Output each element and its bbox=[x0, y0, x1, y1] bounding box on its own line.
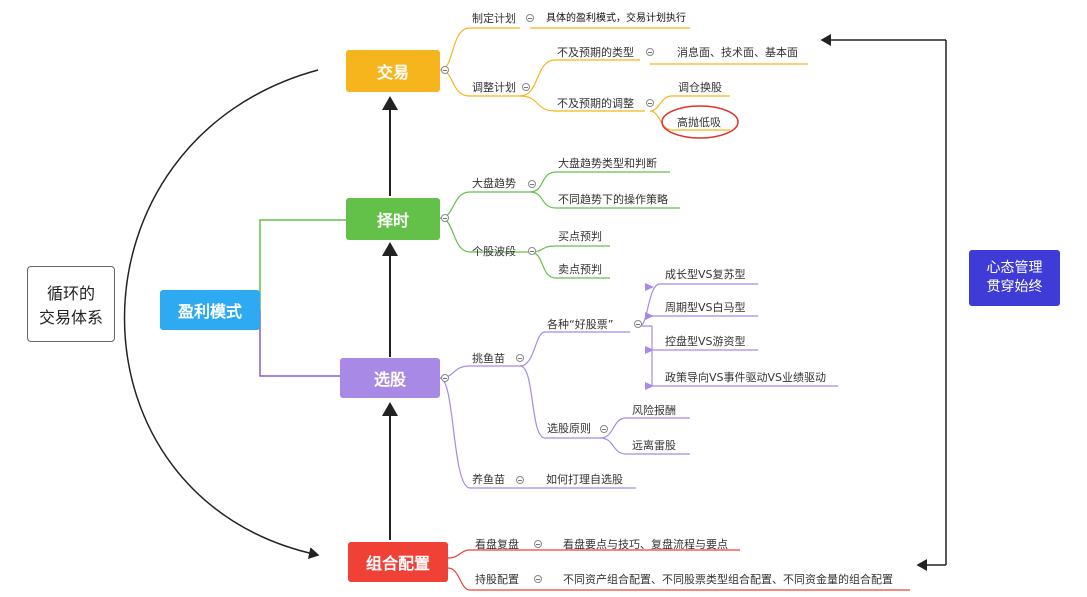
cycle-arc bbox=[123, 69, 320, 559]
collapse-toggle-adjust[interactable] bbox=[522, 83, 530, 91]
trade-unexpected-adjust: 不及预期的调整 bbox=[557, 97, 634, 110]
portfolio-review: 看盘复盘 bbox=[475, 538, 519, 551]
pick-growth: 成长型VS复苏型 bbox=[665, 268, 746, 281]
trade-swap: 调仓换股 bbox=[678, 81, 722, 94]
node-trade[interactable]: 交易 bbox=[346, 50, 440, 92]
trade-high-low: 高抛低吸 bbox=[677, 116, 721, 129]
collapse-toggle-timing[interactable] bbox=[441, 214, 449, 222]
timing-stock-swing: 个股波段 bbox=[472, 245, 516, 258]
trade-branches bbox=[439, 27, 808, 131]
pick-risk: 风险报酬 bbox=[632, 404, 676, 417]
pick-mine: 远离雷股 bbox=[632, 439, 676, 452]
collapse-toggle-market-trend[interactable] bbox=[528, 180, 536, 188]
cycle-box-line1: 循环的 bbox=[46, 284, 95, 303]
node-pick[interactable]: 选股 bbox=[340, 358, 440, 398]
node-pick-label: 选股 bbox=[373, 370, 406, 389]
portfolio-review-detail: 看盘要点与技巧、复盘流程与要点 bbox=[563, 538, 728, 551]
collapse-toggle-review[interactable] bbox=[534, 540, 542, 548]
pick-principle: 选股原则 bbox=[547, 422, 591, 435]
collapse-toggle-stock-swing[interactable] bbox=[528, 247, 536, 255]
pick-select: 挑鱼苗 bbox=[472, 352, 505, 365]
mindset-line2: 贯穿始终 bbox=[986, 279, 1043, 295]
collapse-toggle-principle[interactable] bbox=[600, 425, 608, 433]
timing-buy-point: 买点预判 bbox=[558, 230, 602, 243]
mindset-line1: 心态管理 bbox=[986, 260, 1043, 276]
trade-plan: 制定计划 bbox=[472, 12, 516, 25]
trade-plan-detail: 具体的盈利模式，交易计划执行 bbox=[546, 13, 686, 24]
pick-good-stocks: 各种“好股票” bbox=[547, 318, 614, 331]
pick-branches bbox=[439, 283, 838, 489]
trade-adjust: 调整计划 bbox=[472, 81, 516, 94]
collapse-toggle-plan[interactable] bbox=[526, 14, 534, 22]
portfolio-branches bbox=[447, 549, 910, 591]
pick-cyclical: 周期型VS白马型 bbox=[665, 301, 746, 314]
node-portfolio[interactable]: 组合配置 bbox=[348, 542, 448, 582]
cycle-box-line2: 交易体系 bbox=[38, 308, 103, 327]
mindset-box: 心态管理 贯穿始终 bbox=[969, 250, 1060, 306]
center-node-profit-model[interactable]: 盈利模式 bbox=[160, 290, 260, 330]
collapse-toggle-unexpected-adjust[interactable] bbox=[646, 99, 654, 107]
node-portfolio-label: 组合配置 bbox=[365, 554, 430, 573]
highlight-circle bbox=[661, 105, 739, 139]
timing-sell-point: 卖点预判 bbox=[558, 263, 602, 276]
collapse-toggle-select[interactable] bbox=[516, 354, 524, 362]
node-timing-label: 择时 bbox=[376, 211, 409, 230]
portfolio-holding-detail: 不同资产组合配置、不同股票类型组合配置、不同资金量的组合配置 bbox=[563, 573, 893, 586]
node-timing[interactable]: 择时 bbox=[346, 198, 440, 240]
pick-manage: 如何打理自选股 bbox=[546, 473, 623, 486]
collapse-toggle-trade[interactable] bbox=[441, 66, 449, 74]
collapse-toggle-unexpected-type[interactable] bbox=[646, 48, 654, 56]
timing-trend-type: 大盘趋势类型和判断 bbox=[558, 157, 657, 170]
collapse-toggle-holding[interactable] bbox=[534, 575, 542, 583]
trade-unexpected-type: 不及预期的类型 bbox=[557, 46, 634, 59]
node-trade-label: 交易 bbox=[376, 63, 409, 82]
timing-market-trend: 大盘趋势 bbox=[472, 177, 516, 190]
trade-unexpected-type-detail: 消息面、技术面、基本面 bbox=[677, 46, 798, 59]
portfolio-holding: 持股配置 bbox=[475, 573, 519, 586]
pick-raise: 养鱼苗 bbox=[472, 473, 505, 486]
collapse-toggle-pick[interactable] bbox=[441, 374, 449, 382]
center-node-label: 盈利模式 bbox=[177, 302, 242, 321]
pick-controlled: 控盘型VS游资型 bbox=[665, 335, 746, 348]
cycle-system-box: 循环的 交易体系 bbox=[27, 266, 115, 342]
collapse-toggle-raise[interactable] bbox=[516, 476, 524, 484]
timing-trend-strategy: 不同趋势下的操作策略 bbox=[558, 193, 668, 206]
collapse-toggle-good-stocks[interactable] bbox=[634, 320, 642, 328]
pick-policy: 政策导向VS事件驱动VS业绩驱动 bbox=[665, 371, 827, 384]
